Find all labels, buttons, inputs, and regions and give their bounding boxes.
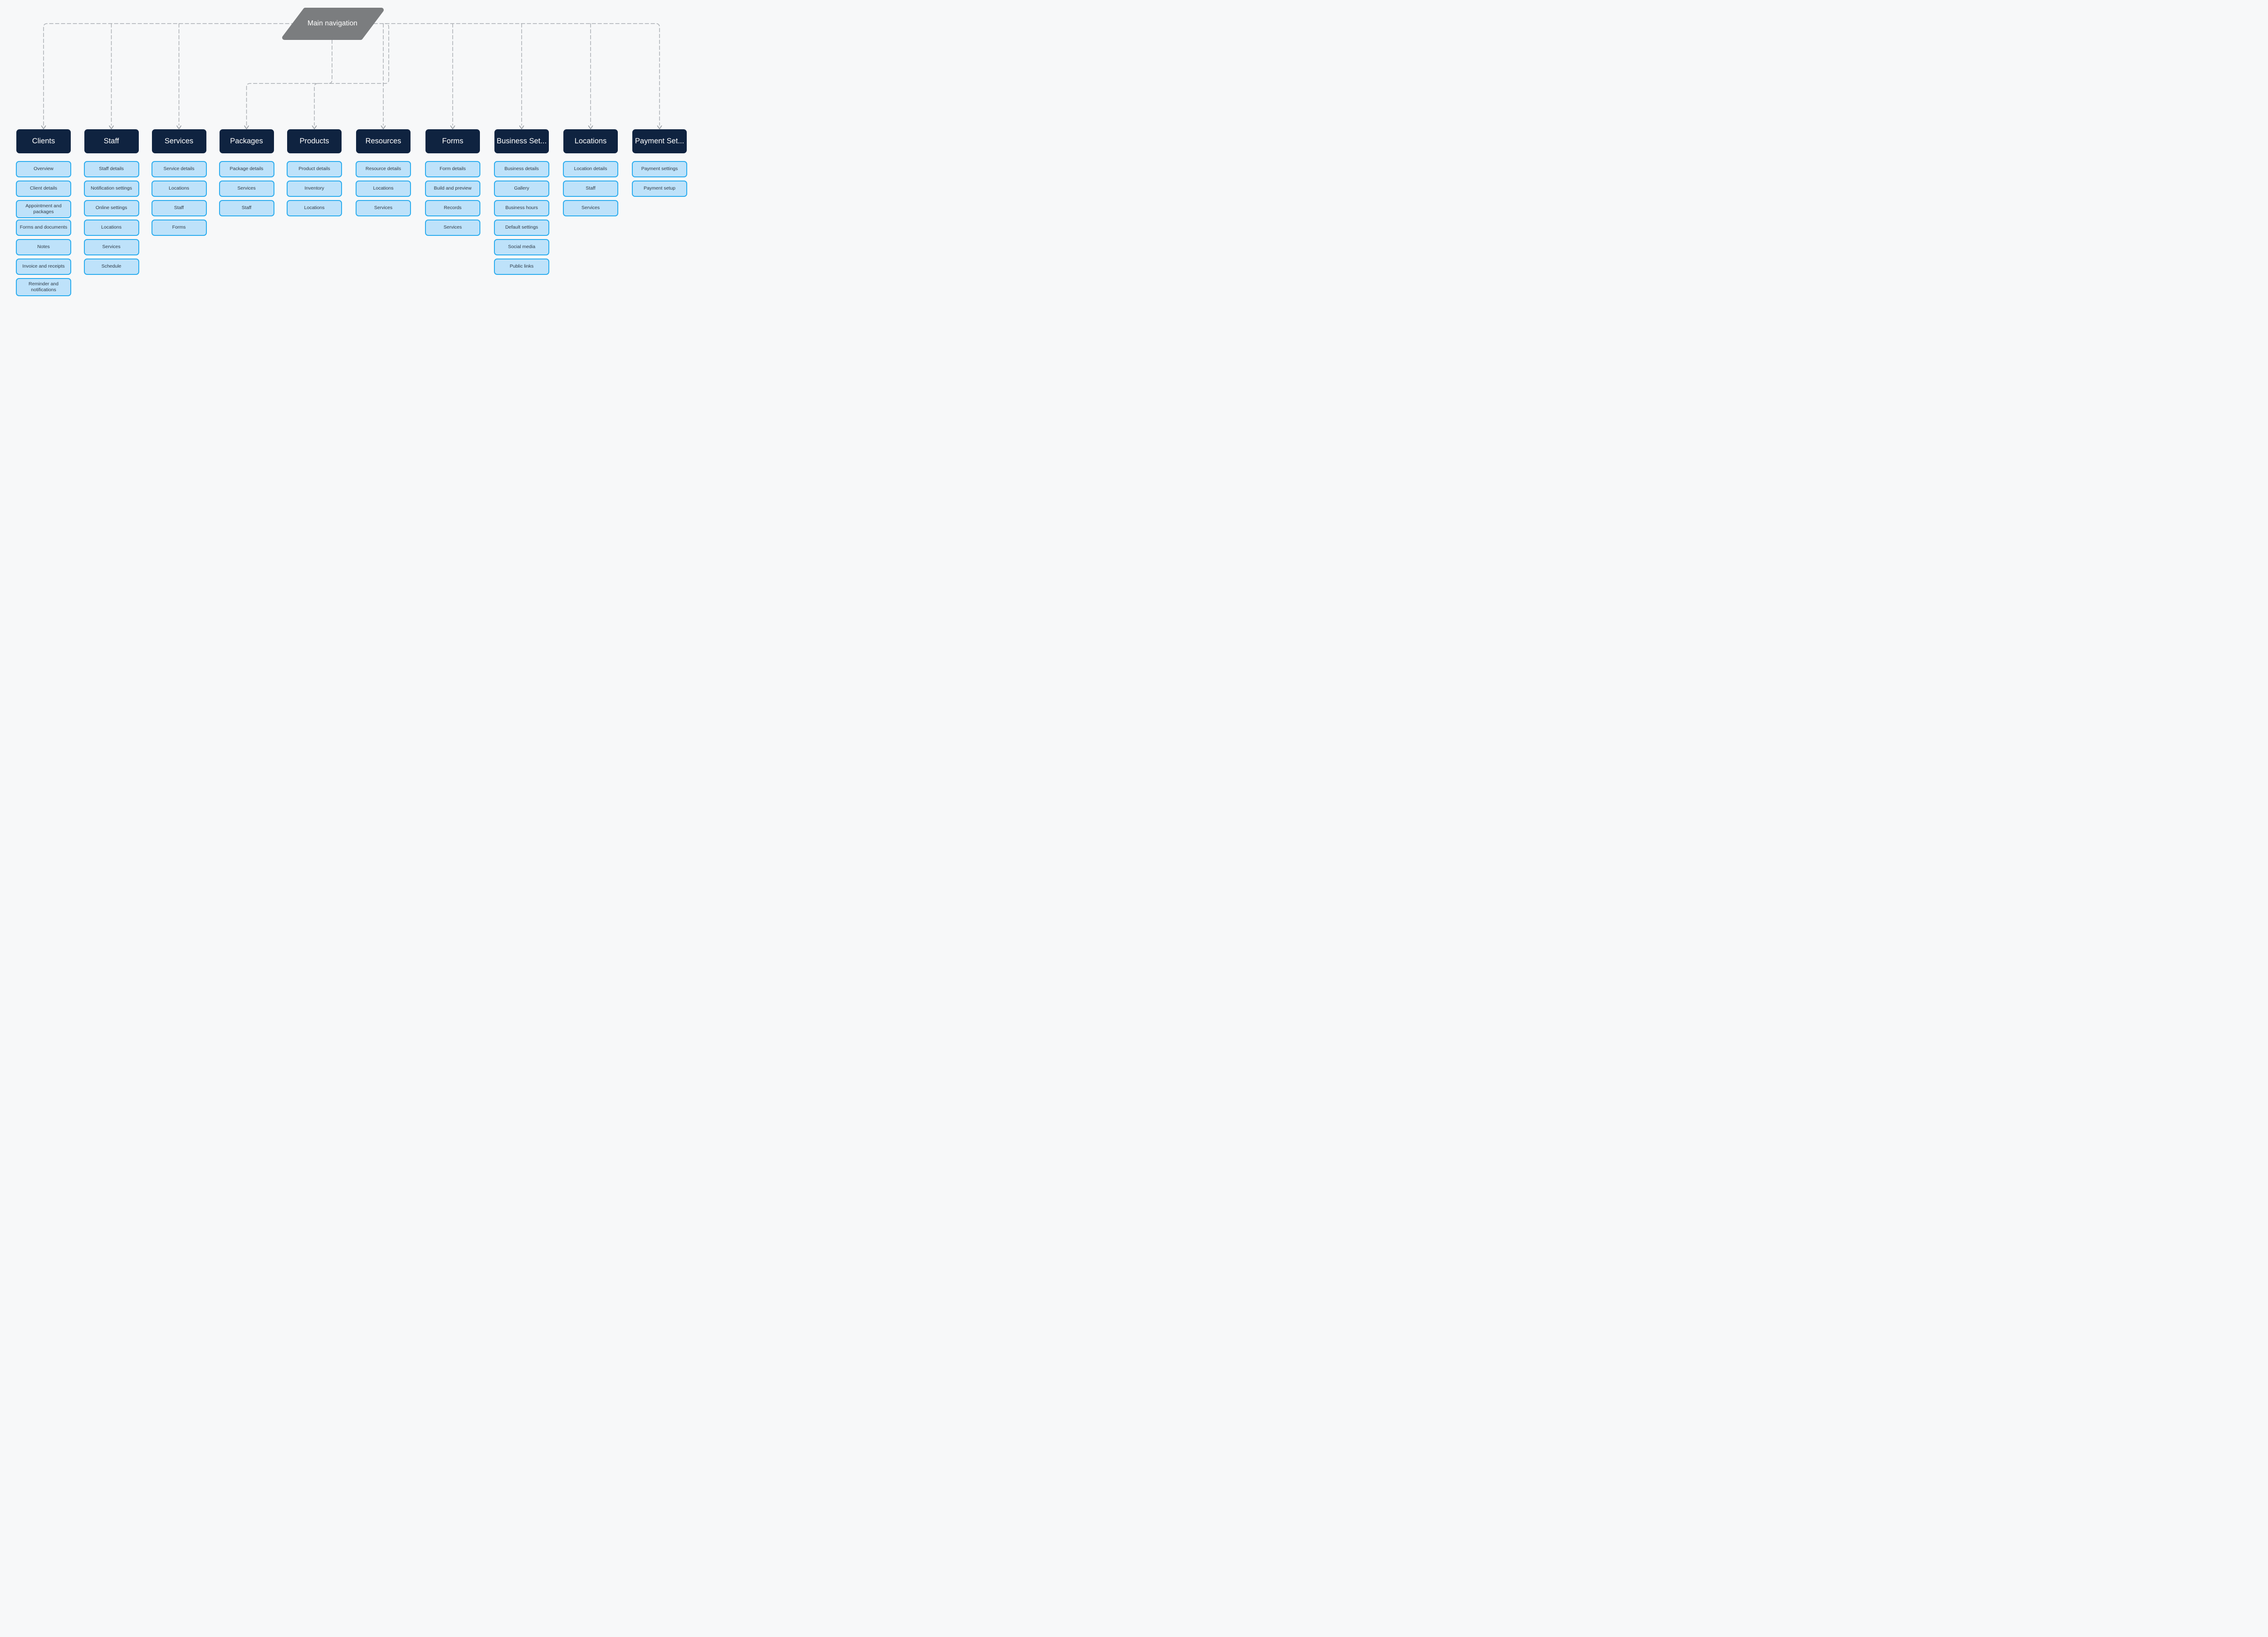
arrowhead-icon [109, 125, 114, 129]
section-header[interactable]: Business Set... [494, 129, 549, 153]
section-header[interactable]: Clients [16, 129, 71, 153]
page-node[interactable]: Services [356, 200, 411, 216]
page-node[interactable]: Notification settings [83, 181, 139, 197]
page-node[interactable]: Payment setup [632, 181, 687, 197]
page-node[interactable]: Staff [563, 181, 618, 197]
main-navigation-label: Main navigation [307, 20, 358, 27]
connector-second-rail [246, 23, 389, 126]
arrowhead-icon [450, 125, 455, 129]
page-node[interactable]: Business details [494, 161, 549, 177]
page-node[interactable]: Locations [356, 181, 411, 197]
page-node[interactable]: Client details [16, 181, 71, 197]
page-node[interactable]: Online settings [83, 200, 139, 216]
page-node[interactable]: Staff details [83, 161, 139, 177]
page-node[interactable]: Services [83, 239, 139, 255]
page-node[interactable]: Package details [219, 161, 274, 177]
section-header[interactable]: Resources [356, 129, 411, 153]
page-node[interactable]: Services [425, 220, 480, 236]
page-node[interactable]: Business hours [494, 200, 549, 216]
main-navigation-shape[interactable] [0, 0, 706, 327]
page-node[interactable]: Public links [494, 259, 549, 275]
page-node[interactable]: Payment settings [632, 161, 687, 177]
page-node[interactable]: Locations [287, 200, 342, 216]
parallelogram-icon [282, 8, 384, 40]
page-node[interactable]: Social media [494, 239, 549, 255]
section-header[interactable]: Products [287, 129, 342, 153]
section-header[interactable]: Locations [563, 129, 618, 153]
page-node[interactable]: Service details [151, 161, 207, 177]
page-node[interactable]: Resource details [356, 161, 411, 177]
page-node[interactable]: Schedule [83, 259, 139, 275]
connector-root-stem [328, 39, 332, 84]
arrowhead-icon [519, 125, 524, 129]
page-node[interactable]: Location details [563, 161, 618, 177]
page-node[interactable]: Services [563, 200, 618, 216]
section-header[interactable]: Payment Set... [632, 129, 687, 153]
page-node[interactable]: Notes [16, 239, 71, 255]
section-header[interactable]: Forms [425, 129, 480, 153]
page-node[interactable]: Gallery [494, 181, 549, 197]
page-node[interactable]: Staff [219, 200, 274, 216]
page-node[interactable]: Locations [83, 220, 139, 236]
page-node[interactable]: Appointment and packages [16, 200, 71, 219]
page-node[interactable]: Locations [151, 181, 207, 197]
page-node[interactable]: Forms and documents [16, 220, 71, 236]
page-node[interactable]: Records [425, 200, 480, 216]
section-header[interactable]: Packages [219, 129, 274, 153]
section-header[interactable]: Staff [84, 129, 139, 153]
arrowhead-icon [381, 125, 386, 129]
page-node[interactable]: Product details [287, 161, 342, 177]
page-node[interactable]: Build and preview [425, 181, 480, 197]
arrowhead-icon [312, 125, 317, 129]
arrowhead-icon [657, 125, 662, 129]
page-node[interactable]: Invoice and receipts [16, 259, 71, 275]
arrowhead-icon [41, 125, 46, 129]
page-node[interactable]: Services [219, 181, 274, 197]
connector-products-drop [314, 83, 318, 126]
page-node[interactable]: Overview [16, 161, 71, 177]
page-node[interactable]: Form details [425, 161, 480, 177]
page-node[interactable]: Forms [151, 220, 207, 236]
page-node[interactable]: Reminder and notifications [16, 278, 71, 297]
section-header[interactable]: Services [152, 129, 206, 153]
page-node[interactable]: Default settings [494, 220, 549, 236]
arrowhead-icon [244, 125, 249, 129]
page-node[interactable]: Staff [151, 200, 207, 216]
arrowhead-icon [176, 125, 181, 129]
arrowhead-icon [588, 125, 593, 129]
page-node[interactable]: Inventory [287, 181, 342, 197]
